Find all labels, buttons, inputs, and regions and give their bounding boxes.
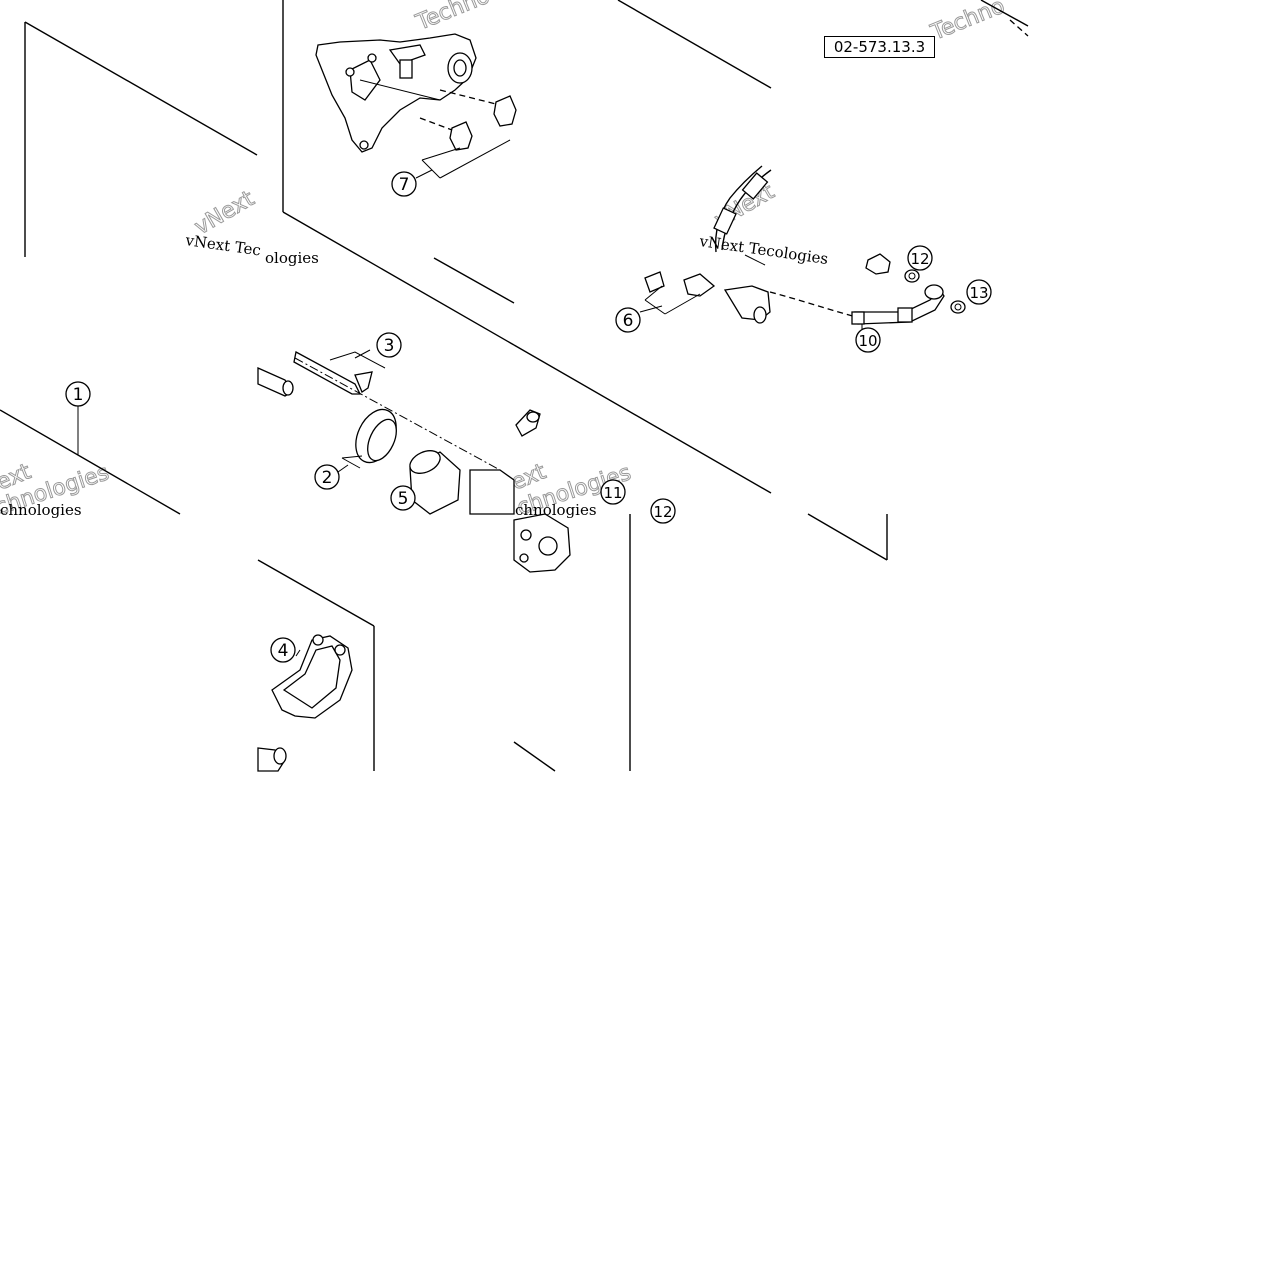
watermark-layer: Techno Techno vNext vNext ext chnologies…	[0, 0, 1009, 521]
callout-circle	[650, 498, 676, 524]
watermark-chnologies-left: chnologies	[0, 501, 82, 519]
callout-5: 5	[390, 485, 416, 511]
callout-4: 4	[270, 637, 296, 663]
callout-label: 11	[603, 484, 622, 502]
callout-label: 10	[858, 332, 877, 350]
caliper-bracket-drawing	[315, 33, 517, 153]
callout-13: 13	[966, 279, 992, 305]
callout-circle	[65, 381, 91, 407]
brake-pads-drawing	[257, 634, 353, 772]
callout-label: 4	[278, 641, 289, 661]
callout-2: 2	[314, 464, 340, 490]
callout-circle	[376, 332, 402, 358]
watermark-techno-top: Techno	[412, 0, 493, 36]
callout-circle	[270, 637, 296, 663]
watermark-vnext-tec-right: vNext Tecologies	[697, 232, 829, 268]
callout-11: 11	[600, 479, 626, 505]
frame-lines	[0, 0, 1029, 772]
callout-label: 13	[969, 284, 988, 302]
callout-label: 3	[384, 336, 395, 356]
callout-label: 7	[399, 175, 410, 195]
callout-circle	[314, 464, 340, 490]
caliper-pins-seals-drawing	[257, 351, 541, 515]
callout-circle	[855, 327, 881, 353]
watermark-vnext-tec-left: vNext Tec	[183, 231, 262, 260]
callout-label: 2	[322, 468, 333, 488]
callout-leaders	[77, 139, 863, 657]
watermark-ologies-left: ologies	[265, 249, 319, 267]
callout-3: 3	[376, 332, 402, 358]
brake-hose-drawing	[644, 165, 966, 325]
callout-12-upper: 12	[907, 245, 933, 271]
diagram-reference-code: 02-573.13.3	[824, 36, 935, 58]
callout-label: 5	[398, 489, 409, 509]
watermark-techno-right: Techno	[927, 0, 1008, 46]
callout-label: 1	[73, 385, 84, 405]
watermark-chnologies-middle: chnologies	[515, 501, 597, 519]
callout-label: 12	[910, 250, 929, 268]
callout-label: 12	[653, 503, 672, 521]
callout-circle	[391, 171, 417, 197]
callout-1: 1	[65, 381, 91, 407]
callout-circle	[600, 479, 626, 505]
callout-7: 7	[391, 171, 417, 197]
callout-12-lower: 12	[650, 498, 676, 524]
callout-label: 6	[623, 311, 634, 331]
callout-6: 6	[615, 307, 641, 333]
callout-circle	[615, 307, 641, 333]
callout-10: 10	[855, 327, 881, 353]
callout-circle	[390, 485, 416, 511]
callout-circle	[907, 245, 933, 271]
caliper-body-drawing	[513, 513, 571, 573]
callout-circle	[966, 279, 992, 305]
